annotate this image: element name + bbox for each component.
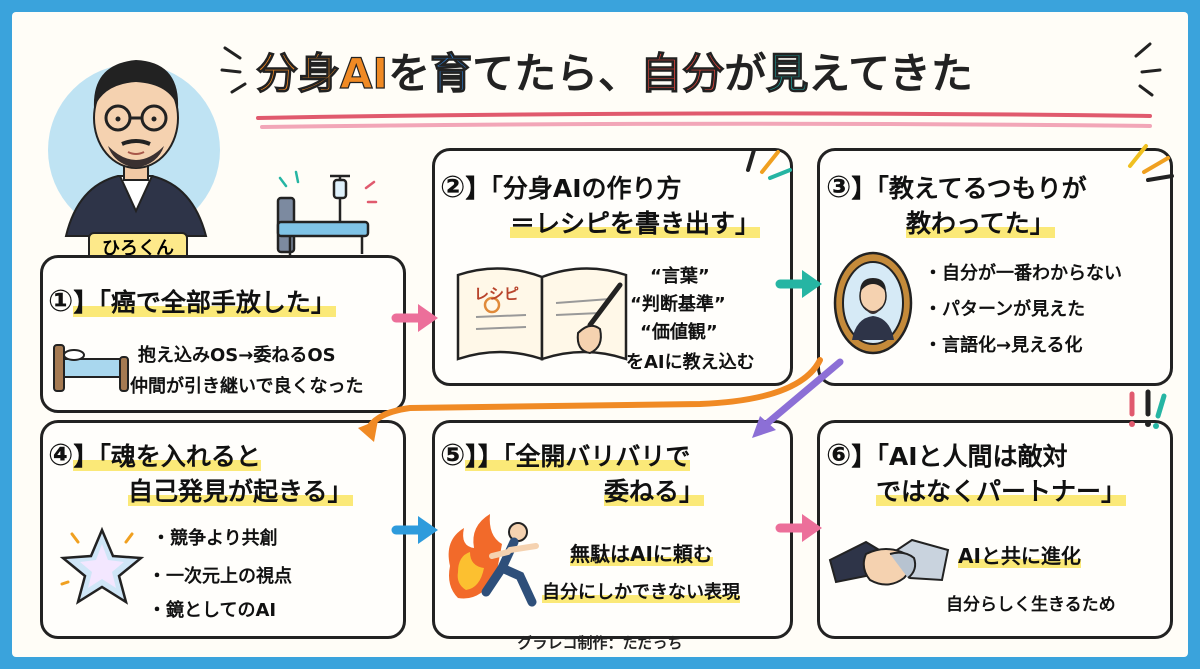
- title-part: を: [388, 49, 431, 98]
- title-part: 分身AI: [255, 48, 389, 98]
- page-title: 分身AIを育てたら、自分が見えてきた: [255, 40, 973, 101]
- title-part: 育: [430, 48, 473, 98]
- spark-lines-3: [1128, 144, 1174, 182]
- running-person-icon: [448, 514, 539, 607]
- title-part: てたら、: [472, 49, 641, 98]
- bed-icon: [53, 344, 129, 392]
- section-6-box: [817, 420, 1173, 639]
- section-2-item: “言葉”: [650, 266, 710, 287]
- section-5-item: 自分にしかできない表現: [542, 582, 740, 603]
- recipe-book-label: レシピ: [474, 285, 520, 303]
- section-2-item: “価値観”: [640, 322, 718, 343]
- section-2-item: をAIに教え込む: [626, 352, 755, 373]
- section-3-item: ・パターンが見えた: [924, 299, 1086, 320]
- star-icon: [59, 526, 145, 605]
- section-5-heading: ⑤】】「全開バリバリで: [440, 438, 691, 473]
- recipe-book-icon: [456, 267, 628, 361]
- mirror-portrait-icon: [833, 251, 913, 355]
- section-4-item: ・一次元上の視点: [148, 566, 292, 587]
- section-4-item: ・競争より共創: [152, 528, 278, 549]
- avatar: [64, 60, 208, 237]
- section-1-item: 仲間が引き継いで良くなった: [130, 376, 364, 397]
- section-3-heading-line2: 教わってた」: [906, 209, 1055, 238]
- section-1-box: [40, 255, 406, 413]
- exclamation-icon: [1129, 389, 1167, 429]
- section-2-heading-line2: ＝レシピを書き出す」: [510, 209, 761, 238]
- title-part: 見: [766, 48, 809, 98]
- handshake-icon: [828, 538, 950, 586]
- section-6-heading-line2: ではなくパートナー」: [876, 477, 1127, 506]
- section-4-item: ・鏡としてのAI: [148, 600, 277, 621]
- section-1-item: 抱え込みOS→委ねるOS: [138, 345, 336, 366]
- section-5-item: 無駄はAIに頼む: [570, 542, 713, 566]
- section-3-heading: ③】「教えてるつもりが: [826, 170, 1087, 205]
- section-5-heading-line2: 委ねる」: [604, 477, 705, 506]
- title-part: 自分: [640, 48, 725, 98]
- title-part: が: [724, 49, 767, 98]
- section-1-heading: ①】「癌で全部手放した」: [48, 284, 336, 319]
- section-6-item: 自分らしく生きるため: [946, 595, 1116, 615]
- section-6-heading: ⑥】「AIと人間は敵対: [826, 438, 1068, 473]
- section-6-item: AIと共に進化: [958, 544, 1081, 568]
- credit-line: グラレコ制作：ただっち: [517, 634, 683, 652]
- section-4-heading: ④】「魂を入れると: [48, 438, 261, 473]
- section-4-heading-line2: 自己発見が起きる」: [128, 477, 353, 506]
- hospital-bed-icon: [276, 170, 378, 256]
- title-part: えてきた: [808, 49, 973, 98]
- section-3-item: ・言語化→見える化: [924, 335, 1083, 356]
- section-3-item: ・自分が一番わからない: [924, 263, 1122, 284]
- spark-lines-2: [746, 148, 792, 180]
- section-2-item: “判断基準”: [630, 294, 726, 315]
- section-2-heading: ②】「分身AIの作り方: [440, 170, 682, 205]
